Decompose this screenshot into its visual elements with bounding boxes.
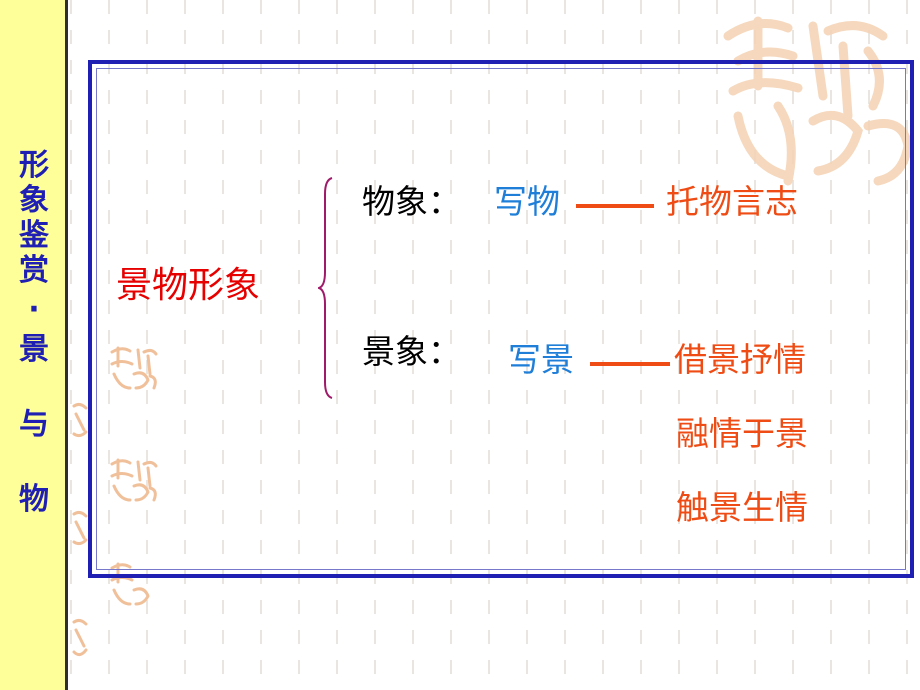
- scene-branch-label: 景象：: [362, 332, 461, 371]
- object-technique: 托物言志: [666, 182, 798, 221]
- title-char: 与: [19, 407, 49, 442]
- title-char: 象: [19, 183, 49, 218]
- sidebar-title: 形 象 鉴 赏 · 景 与 物: [0, 148, 68, 517]
- scene-technique: 借景抒情: [674, 340, 806, 379]
- category-label: 景物形象: [116, 265, 261, 306]
- curly-brace: [318, 177, 333, 399]
- scene-technique: 融情于景: [676, 414, 808, 453]
- title-char: 物: [19, 482, 49, 517]
- object-branch-label: 物象：: [362, 182, 461, 221]
- title-char: 鉴: [19, 218, 49, 253]
- title-char: 景: [19, 332, 49, 367]
- content-frame-inner-border: [96, 68, 906, 570]
- decorative-seal-small-3: [110, 562, 150, 606]
- title-char: 赏: [19, 253, 49, 288]
- object-method: 写物: [494, 182, 560, 221]
- decorative-seal-small-5: [72, 510, 88, 546]
- sidebar: 形 象 鉴 赏 · 景 与 物: [0, 0, 68, 690]
- title-separator: ·: [28, 292, 40, 327]
- scene-method: 写景: [508, 340, 574, 379]
- decorative-seal-small-2: [110, 458, 158, 502]
- content-frame: [88, 60, 914, 578]
- decorative-seal-small-4: [72, 402, 88, 438]
- object-dash: [576, 204, 654, 208]
- decorative-seal-small-6: [72, 618, 88, 657]
- scene-dash: [590, 362, 670, 366]
- title-char: 形: [19, 148, 49, 183]
- decorative-seal-watermark: [723, 16, 913, 186]
- decorative-seal-small-1: [110, 346, 158, 390]
- scene-technique: 触景生情: [676, 488, 808, 527]
